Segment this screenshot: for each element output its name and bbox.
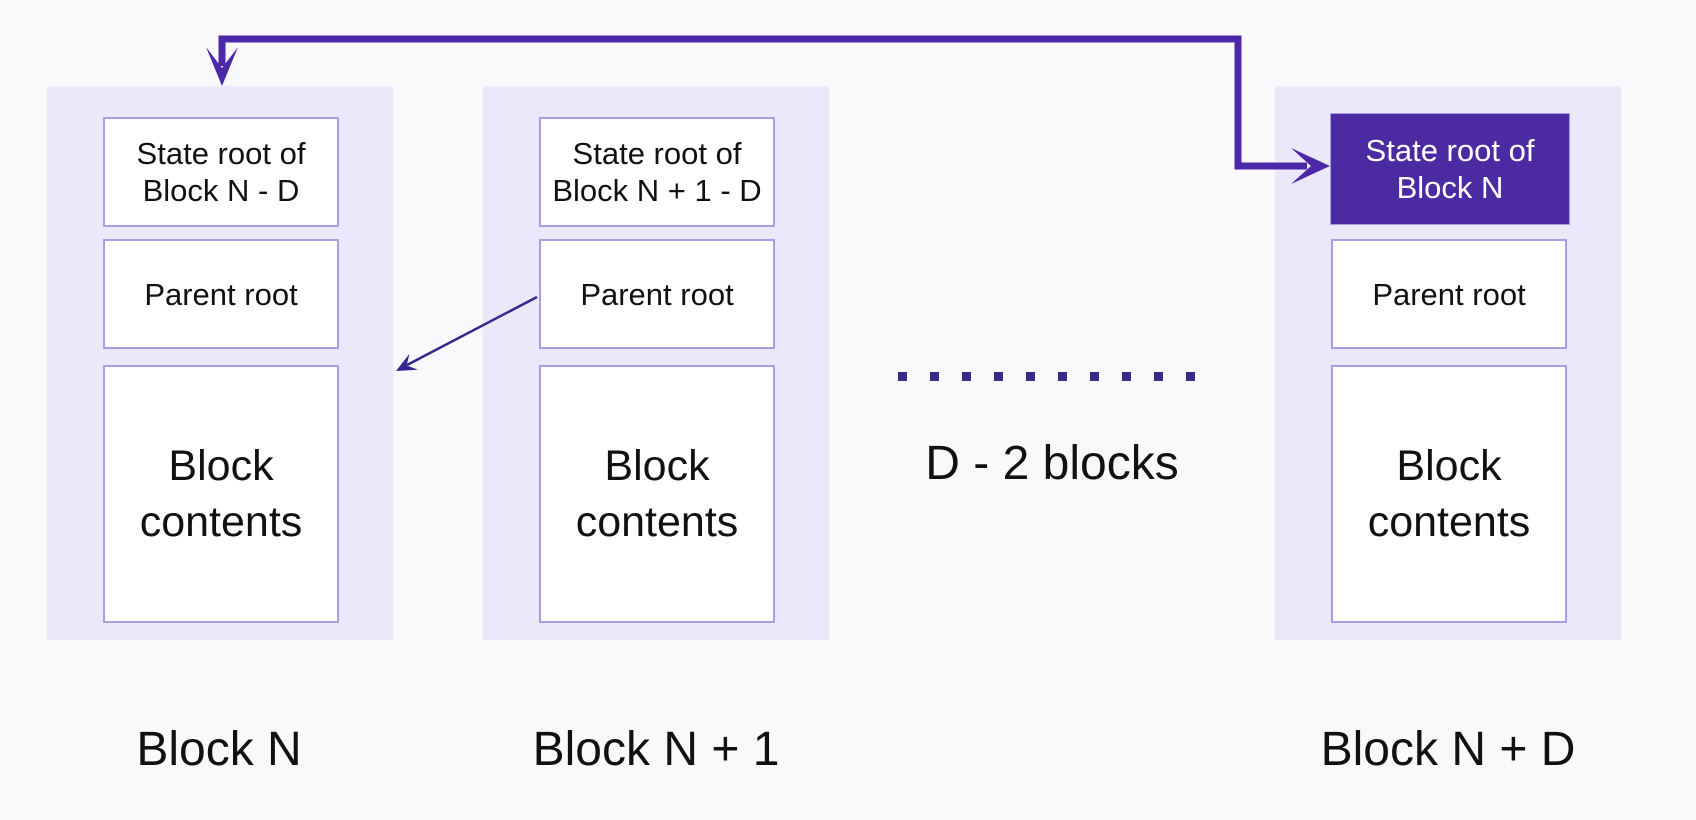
dot [1186, 372, 1195, 381]
state-root-label: State root of Block N [1365, 133, 1535, 205]
state-root-label: State root of Block N - D [136, 136, 306, 208]
block-nd-container: State root of Block N Parent root Block … [1275, 86, 1621, 640]
parent-root-box-block-nd: Parent root [1331, 239, 1567, 349]
dot [994, 372, 1003, 381]
block-contents-box-block-nd: Block contents [1331, 365, 1567, 623]
block-n1-container: State root of Block N + 1 - D Parent roo… [483, 86, 829, 640]
parent-root-label: Parent root [580, 276, 734, 312]
parent-root-box-block-n1: Parent root [539, 239, 775, 349]
parent-root-label: Parent root [1372, 276, 1526, 312]
block-contents-box-block-n: Block contents [103, 365, 339, 623]
dot [1122, 372, 1131, 381]
gap-label: D - 2 blocks [925, 437, 1179, 490]
dot [962, 372, 971, 381]
arrowhead-downleft-icon [396, 353, 418, 371]
parent-root-box-block-n: Parent root [103, 239, 339, 349]
ellipsis-dots [898, 372, 1195, 381]
dot [898, 372, 907, 381]
state-root-box-block-n: State root of Block N - D [103, 117, 339, 227]
arrowhead-down-icon [206, 47, 238, 86]
block-contents-label: Block contents [1367, 442, 1531, 546]
state-root-label: State root of Block N + 1 - D [552, 136, 762, 208]
block-contents-label: Block contents [139, 442, 303, 546]
state-root-box-block-nd-highlighted: State root of Block N [1330, 113, 1570, 225]
dot [930, 372, 939, 381]
parent-root-label: Parent root [144, 276, 298, 312]
dot [1154, 372, 1163, 381]
block-contents-label: Block contents [575, 442, 739, 546]
dot [1090, 372, 1099, 381]
block-n-caption: Block N [136, 723, 302, 776]
block-nd-caption: Block N + D [1320, 723, 1576, 776]
block-contents-box-block-n1: Block contents [539, 365, 775, 623]
block-n1-caption: Block N + 1 [532, 723, 780, 776]
dot [1058, 372, 1067, 381]
dot [1026, 372, 1035, 381]
block-n-container: State root of Block N - D Parent root Bl… [47, 86, 393, 640]
state-root-box-block-n1: State root of Block N + 1 - D [539, 117, 775, 227]
